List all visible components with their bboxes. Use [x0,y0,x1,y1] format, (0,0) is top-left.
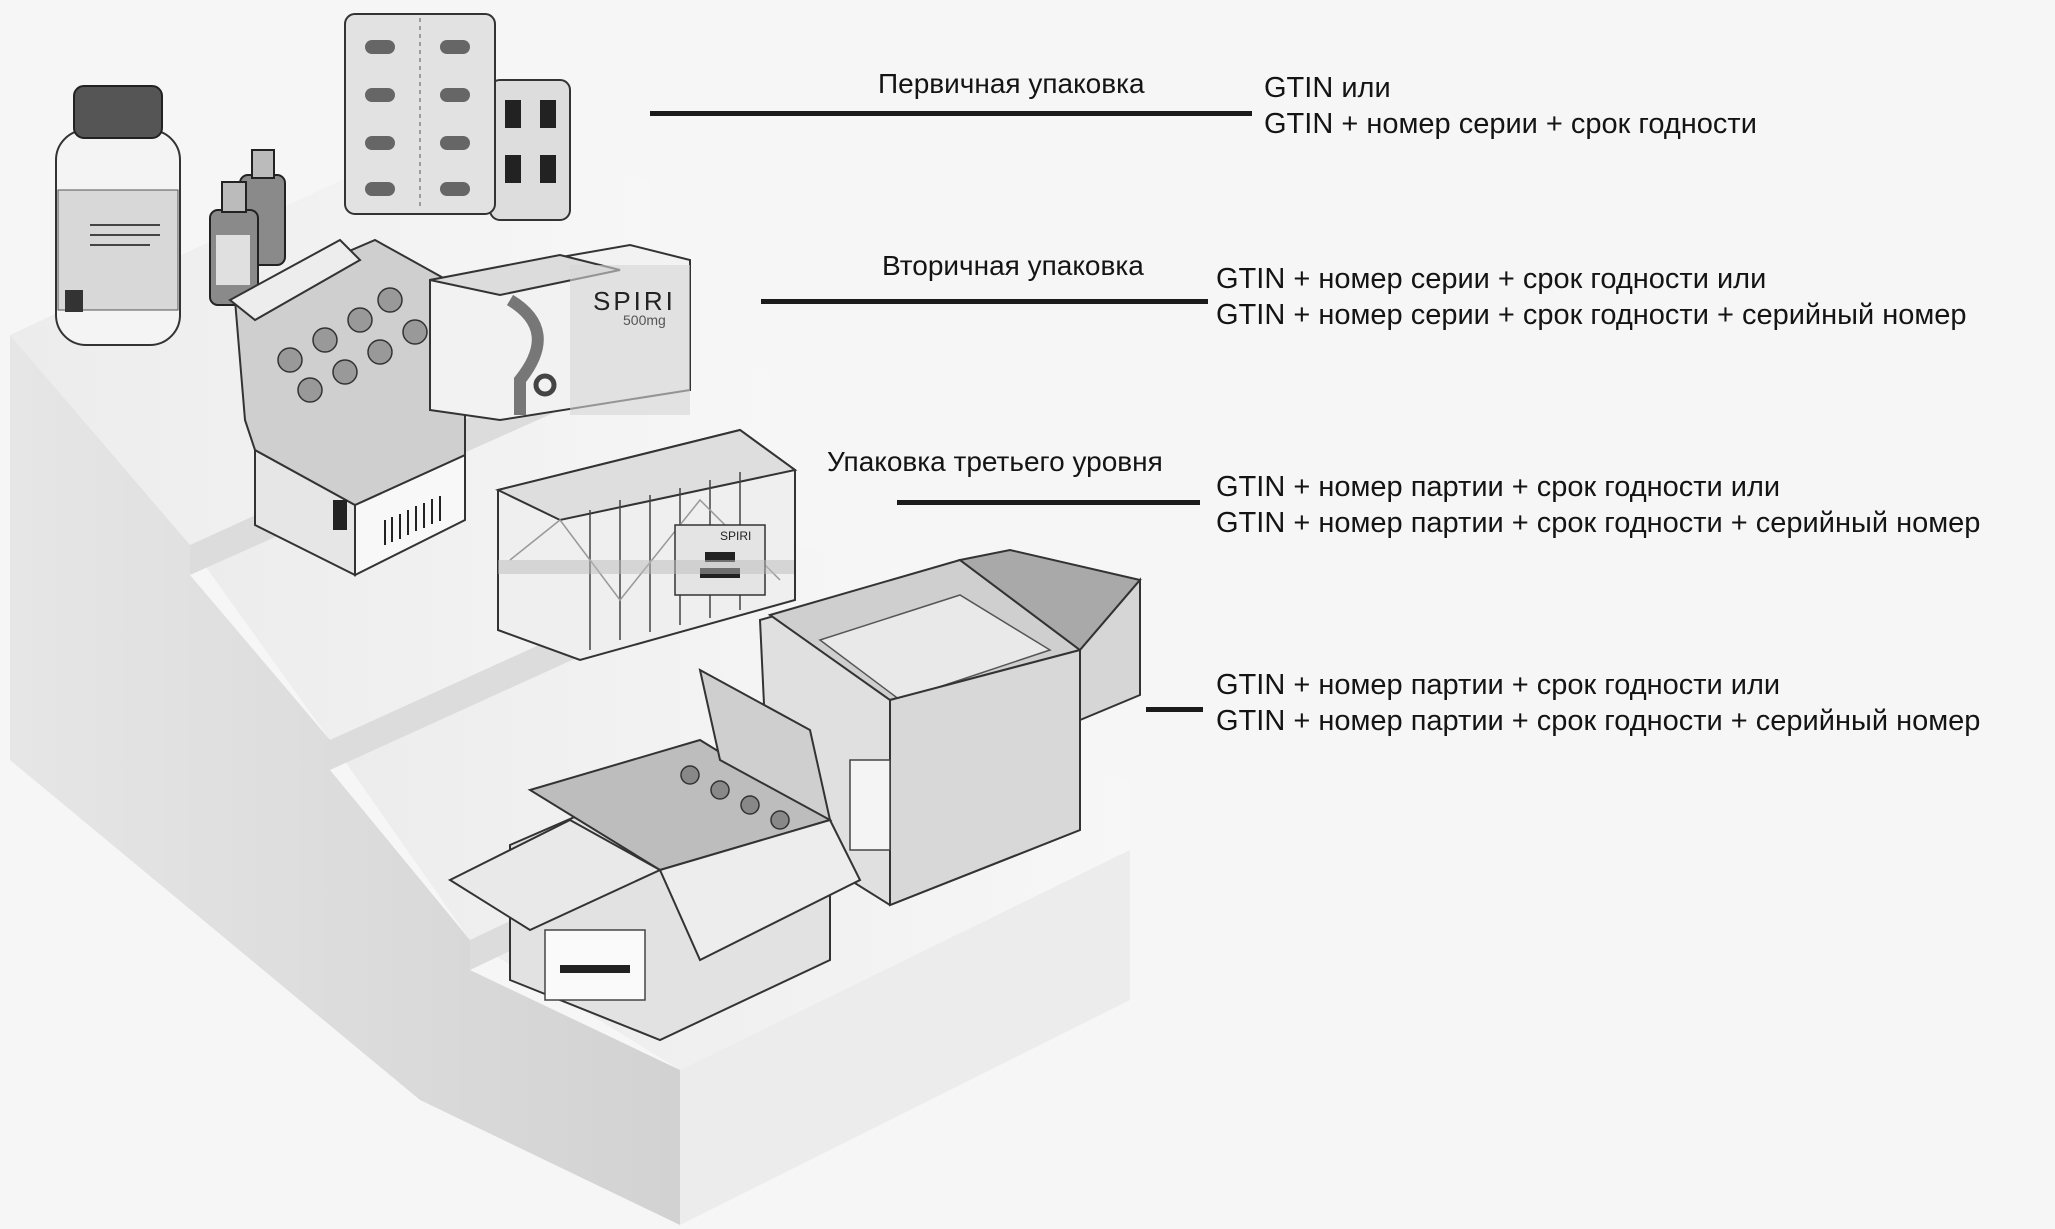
level-label-primary: Первичная упаковка [878,68,1145,99]
vials [209,149,286,306]
codes-primary: GTIN или GTIN + номер серии + срок годно… [1264,70,1757,142]
code-line: GTIN + номер серии + срок годности + сер… [1216,299,1967,331]
code-line: GTIN + номер партии + срок годности или [1216,669,1781,701]
spiri-box: SPIRI 500mg [429,243,691,422]
step-4-riser [680,850,1130,1225]
code-line: GTIN + номер серии + срок годности [1264,108,1757,140]
shipping-box-front [447,668,862,1042]
pack-brand-label: SPIRI [720,529,751,543]
medicine-bottle [55,85,181,346]
code-line: GTIN + номер партии + срок годности + се… [1216,507,1981,539]
blister-packs [344,13,571,221]
level-label-secondary: Вторичная упаковка [882,250,1144,281]
step-2-top [190,335,770,740]
spiri-dose-label: 500mg [623,312,666,328]
leader-line-primary [650,111,1252,116]
staircase-front-face [10,335,680,1225]
leader-line-secondary [761,299,1208,304]
codes-tertiary: GTIN + номер партии + срок годности или … [1216,469,1980,541]
shrink-wrapped-pack: SPIRI [495,428,798,662]
code-line: GTIN + номер серии + срок годности или [1216,263,1767,295]
shipping-box-back [758,548,1142,907]
leader-line-tertiary [897,500,1200,505]
code-line: GTIN + номер партии + срок годности или [1216,471,1781,503]
code-line: GTIN или [1264,72,1391,104]
spiri-brand-label: SPIRI [593,286,676,316]
leader-line-logistic [1146,707,1203,712]
open-carton [228,238,466,577]
level-label-tertiary: Упаковка третьего уровня [827,446,1163,477]
code-line: GTIN + номер партии + срок годности + се… [1216,705,1981,737]
codes-secondary: GTIN + номер серии + срок годности или G… [1216,261,1967,333]
codes-logistic: GTIN + номер партии + срок годности или … [1216,667,1980,739]
